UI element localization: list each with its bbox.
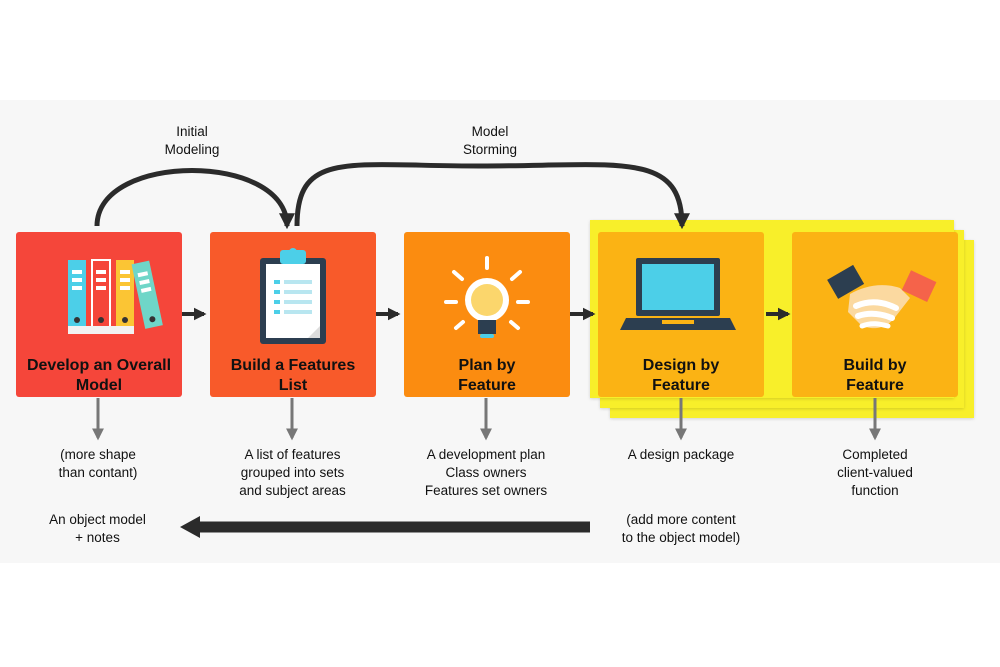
feedback-target-note: An object model + notes: [49, 512, 146, 545]
feedback-source-note: (add more content to the object model): [621, 512, 741, 545]
note-step-2: A list of features grouped into sets and…: [239, 447, 346, 498]
step-build-by-feature: Build by Feature: [792, 232, 958, 397]
initial-modeling-label: Initial Modeling: [164, 124, 220, 157]
step-title: Plan by Feature: [458, 357, 516, 394]
note-step-3: A development plan Class owners Features…: [424, 447, 548, 498]
model-storming-label: Model Storming: [462, 124, 518, 157]
lightbulb-icon: [444, 256, 530, 338]
feedback-arrow-head: [180, 516, 200, 538]
laptop-icon: [620, 258, 736, 330]
clipboard-icon: [260, 248, 326, 344]
step-title: Build by Feature: [843, 357, 907, 394]
step-title: Develop an Overall Model: [26, 357, 172, 394]
model-storming-arc: [294, 162, 690, 230]
handshake-icon: [827, 264, 937, 329]
step-design-by-feature: Design by Feature: [598, 232, 764, 397]
initial-modeling-arc: [94, 168, 295, 230]
step-develop-overall-model: Develop an Overall Model: [16, 232, 182, 397]
step-title: Design by Feature: [642, 357, 720, 394]
step-title: Build a Features List: [230, 357, 356, 394]
note-step-5: Completed client-valued function: [837, 447, 913, 498]
step-build-features-list: Build a Features List: [210, 232, 376, 397]
binders-icon: [68, 259, 163, 334]
step-plan-by-feature: Plan by Feature: [404, 232, 570, 397]
note-step-4: A design package: [627, 447, 735, 462]
note-step-1: (more shape than contant): [58, 447, 138, 480]
